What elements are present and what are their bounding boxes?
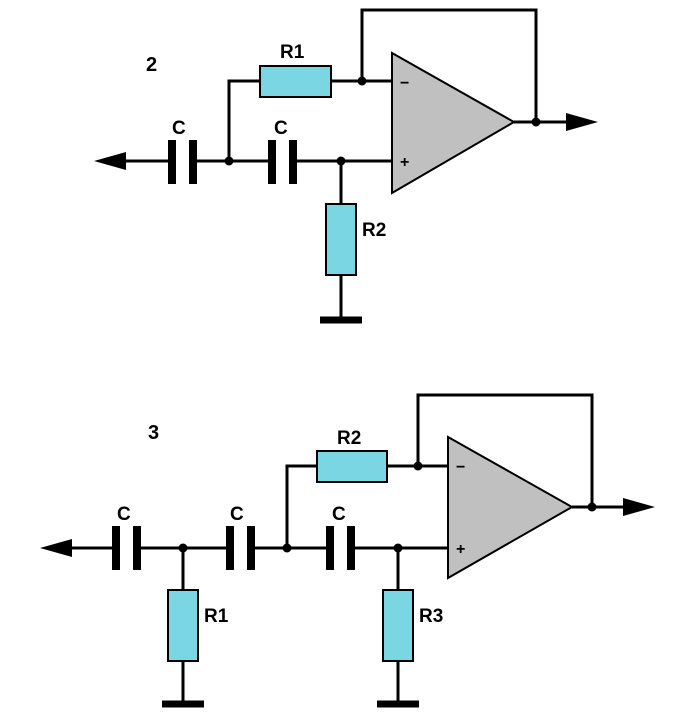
circuit-3-junction-dot: [282, 543, 292, 553]
circuit-3-wire: [416, 393, 594, 507]
circuit-3-opamp-minus: −: [456, 459, 465, 476]
circuit-2-opamp: [391, 51, 517, 195]
circuit-2-opamp-minus: −: [400, 75, 409, 92]
circuit-2-output-arrow: [566, 113, 598, 131]
circuit-3: 3 C C C R1 R2 R3: [40, 393, 655, 708]
circuit-2-junction-dot: [531, 117, 541, 127]
circuit-3-resistor-r2-label: R2: [337, 428, 361, 449]
circuit-3-junction-dot: [587, 502, 597, 512]
circuit-3-capacitor-mid-label: C: [230, 504, 244, 525]
circuit-3-junction-dot: [178, 543, 188, 553]
circuit-2-capacitor-right-label: C: [274, 118, 288, 139]
circuit-3-input-arrow: [40, 539, 72, 557]
circuit-3-resistor-r3-label: R3: [419, 606, 443, 627]
circuit-3-resistor-r1: [167, 589, 199, 662]
circuit-2-capacitor-left-label: C: [172, 118, 186, 139]
circuit-3-junction-dot: [393, 543, 403, 553]
circuit-3-opamp: [447, 435, 575, 580]
circuit-3-resistor-r3: [382, 589, 414, 662]
circuit-3-output-arrow: [623, 498, 655, 516]
circuit-3-opamp-plus: +: [456, 541, 465, 558]
circuit-2-wire: [360, 8, 538, 122]
circuit-3-number: 3: [148, 422, 159, 444]
circuit-3-resistor-r1-label: R1: [204, 606, 229, 627]
circuit-2-junction-dot: [357, 76, 367, 86]
circuit-2-junction-dot: [336, 156, 346, 166]
circuit-2-resistor-r2-label: R2: [362, 220, 386, 241]
circuit-2-junction-dot: [224, 156, 234, 166]
circuit-3-wire: [285, 464, 317, 548]
circuit-2-number: 2: [146, 54, 157, 76]
circuit-2-opamp-plus: +: [400, 154, 409, 171]
circuit-2-wire: [227, 79, 260, 161]
circuit-2-input-arrow: [94, 152, 126, 170]
circuit-2-resistor-r1: [259, 65, 332, 98]
circuit-2-resistor-r1-label: R1: [280, 42, 305, 63]
circuit-2-resistor-r2: [325, 203, 357, 276]
circuit-3-capacitor-left-label: C: [117, 504, 131, 525]
circuit-2: 2 C C R1 R2 − +: [94, 8, 598, 324]
circuit-3-resistor-r2: [316, 450, 388, 483]
circuit-3-capacitor-right-label: C: [332, 504, 346, 525]
circuit-3-junction-dot: [413, 461, 423, 471]
